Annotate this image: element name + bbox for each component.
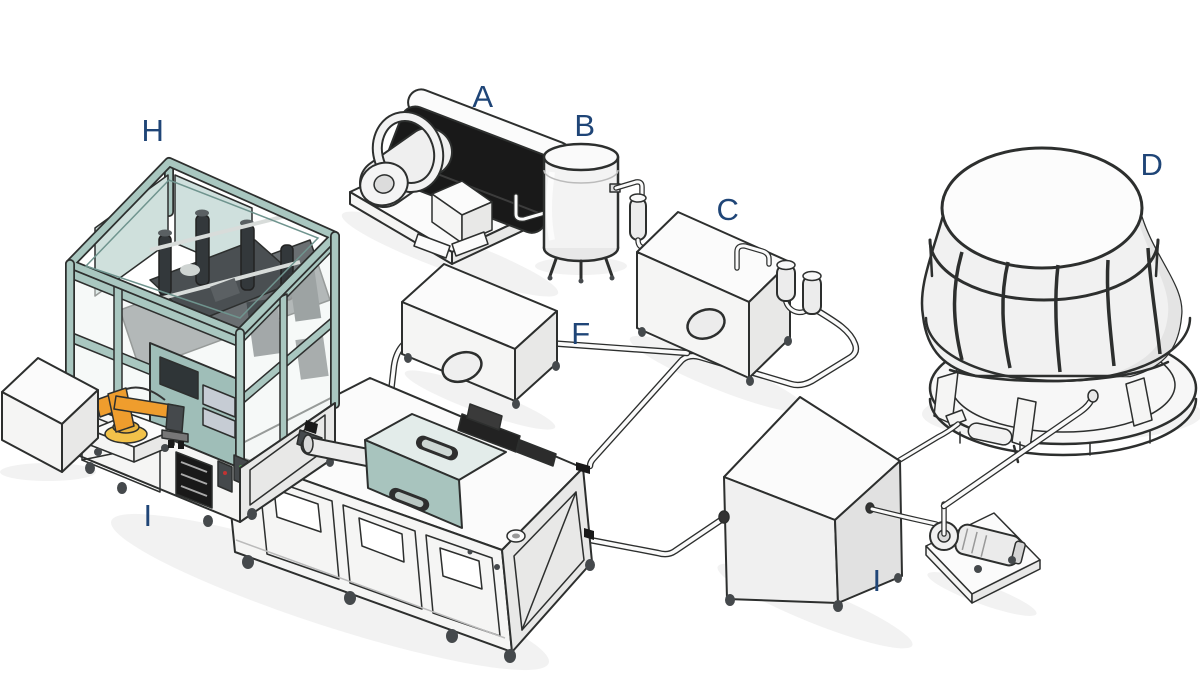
label-c: C <box>716 192 740 227</box>
injection-unit <box>296 403 557 529</box>
enclosure-base <box>69 397 336 527</box>
air-filters-outlet <box>776 259 822 316</box>
water-chiller-i <box>718 396 903 612</box>
output-box <box>1 357 99 473</box>
tower-outlet-pipe <box>875 421 1013 476</box>
machine-h-enclosure <box>65 157 340 527</box>
robot-arm <box>89 386 189 463</box>
water-pump <box>869 389 1099 604</box>
air-compressor-a <box>349 88 572 265</box>
bed-end-frame <box>513 491 585 631</box>
label-h: H <box>141 113 165 148</box>
hopper-dryer-f <box>401 263 560 409</box>
air-tank-b <box>542 142 669 284</box>
label-f: F <box>571 316 591 351</box>
label-i-left: I <box>143 498 153 533</box>
label-i-right: I <box>872 563 882 598</box>
air-dryer-c <box>636 211 822 386</box>
label-b: B <box>574 108 596 143</box>
cooling-tower-d <box>920 146 1198 464</box>
label-d: D <box>1140 147 1164 182</box>
water-pipe-bed-to-chiller <box>586 514 728 558</box>
label-a: A <box>472 79 494 114</box>
bed-door-panels <box>235 475 506 639</box>
